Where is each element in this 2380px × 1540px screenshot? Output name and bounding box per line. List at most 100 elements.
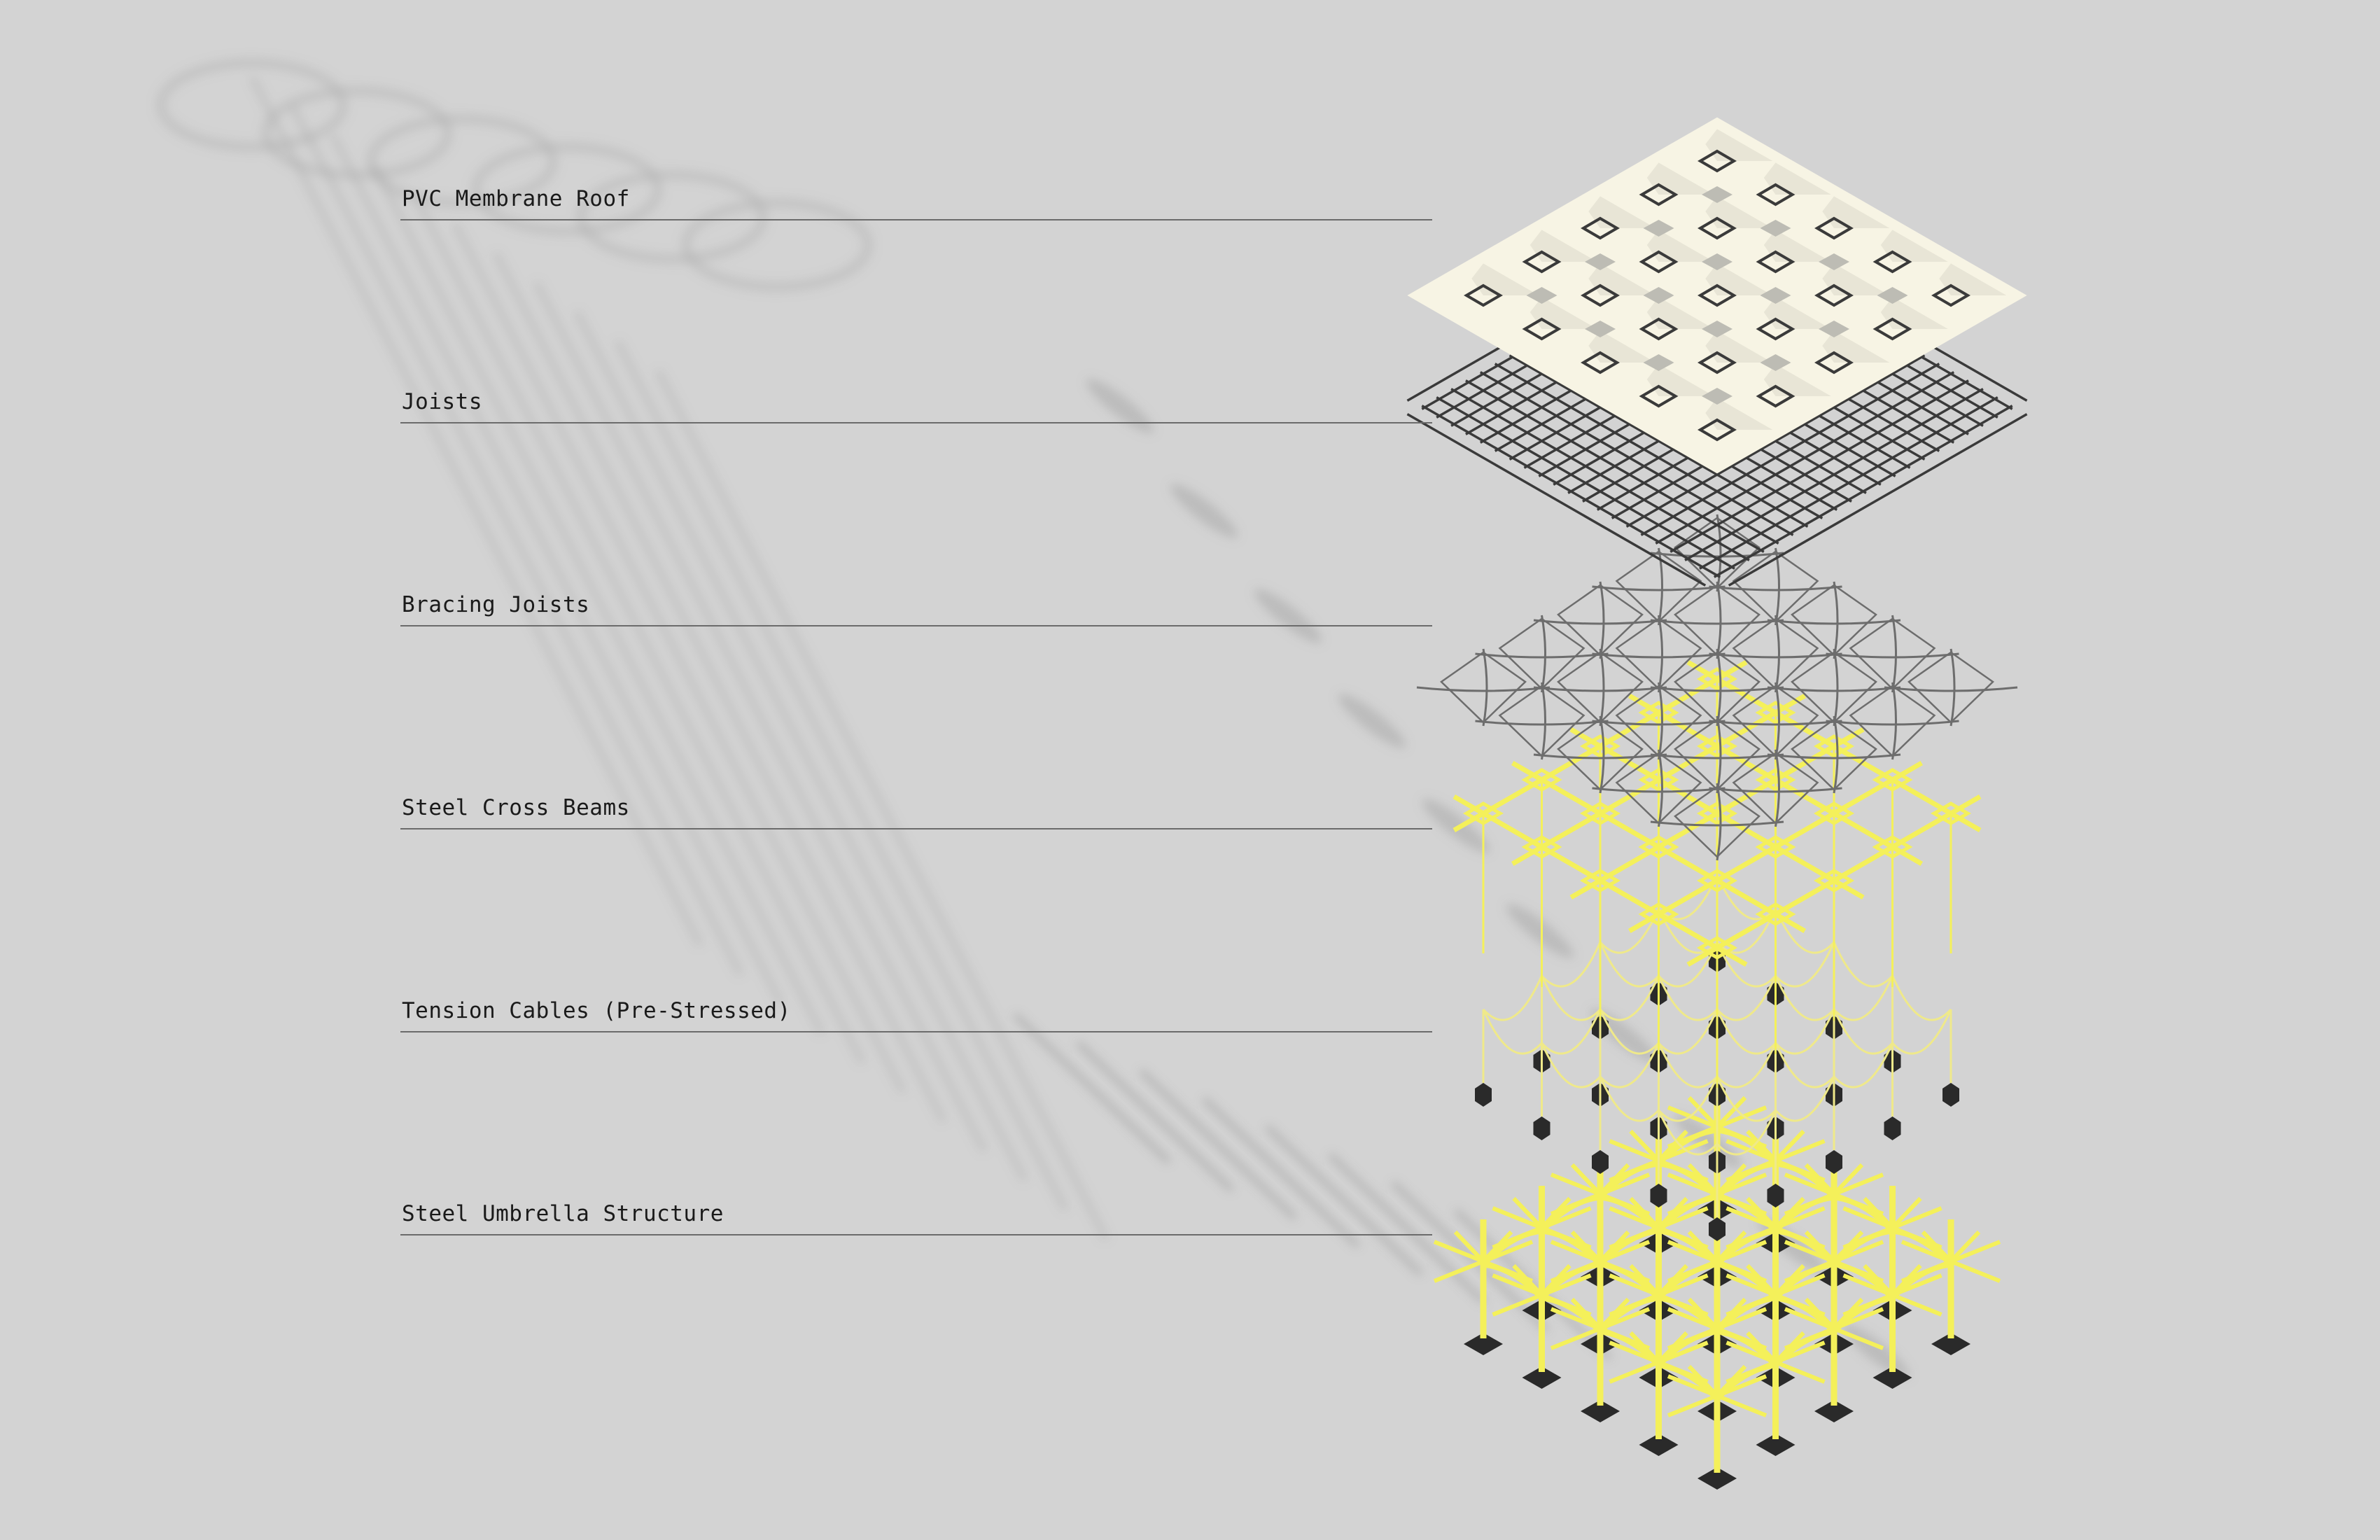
- label-tension-cables: Tension Cables (Pre-Stressed): [402, 998, 791, 1023]
- tension-cable: [1716, 1076, 1777, 1122]
- joist-member: [1640, 363, 1940, 536]
- tension-cable: [1716, 1042, 1777, 1088]
- shadow-column: [1139, 1069, 1297, 1220]
- umbrella-rib: [1482, 1240, 1534, 1264]
- umbrella-rib: [1746, 1129, 1777, 1163]
- shadow-column: [1013, 1013, 1171, 1164]
- membrane-valley-node: [1819, 253, 1849, 270]
- membrane-vent: [1814, 284, 1854, 307]
- umbrella-rib: [1433, 1240, 1485, 1264]
- cable-weight: [1826, 1150, 1842, 1174]
- umbrella-rib: [1540, 1264, 1572, 1297]
- umbrella-rib: [1550, 1307, 1602, 1331]
- membrane-valley-node: [1643, 220, 1674, 237]
- umbrella-rib: [1667, 1105, 1718, 1129]
- tension-cable: [1482, 975, 1543, 1021]
- joist-member: [1465, 379, 1765, 553]
- joist-member: [1508, 354, 1809, 528]
- joist-member: [1713, 405, 2013, 578]
- umbrella-rib: [1774, 1129, 1805, 1163]
- bracing-diamond: [1849, 617, 1936, 690]
- umbrella-rib: [1715, 1163, 1747, 1196]
- umbrella-rib: [1599, 1172, 1651, 1196]
- tension-cable: [1774, 1042, 1835, 1088]
- tension-cable: [1482, 1009, 1543, 1055]
- shadow-blob: [1422, 799, 1490, 853]
- umbrella-rib: [1481, 1230, 1513, 1264]
- bracing-diamond: [1849, 685, 1936, 757]
- shadow-ring: [681, 198, 873, 292]
- umbrella-rib: [1784, 1172, 1835, 1196]
- bracing-diamond: [1498, 617, 1586, 690]
- membrane-vent: [1581, 284, 1620, 307]
- umbrella-rib: [1863, 1196, 1894, 1230]
- umbrella-rib: [1570, 1163, 1602, 1196]
- membrane-vent: [1756, 384, 1795, 408]
- shadow-stroke: [614, 340, 1069, 1212]
- umbrella-rib: [1667, 1374, 1718, 1398]
- umbrella-rib: [1715, 1364, 1747, 1398]
- shadow-stroke: [370, 163, 825, 1035]
- shadow-stroke: [248, 75, 704, 947]
- tension-cable: [1541, 975, 1602, 1021]
- umbrella-rib: [1609, 1139, 1660, 1163]
- joist-member: [1406, 413, 1707, 587]
- umbrella-rib: [1716, 1374, 1768, 1398]
- umbrella-rib: [1716, 1394, 1768, 1418]
- joist-member: [1436, 396, 1735, 570]
- membrane-vent: [1581, 216, 1620, 240]
- umbrella-rib: [1658, 1139, 1709, 1163]
- tension-cable: [1716, 975, 1777, 1021]
- bracing-diamond: [1674, 517, 1760, 589]
- membrane-vent: [1872, 317, 1912, 341]
- membrane-valley-node: [1760, 220, 1791, 237]
- umbrella-rib: [1949, 1230, 1981, 1264]
- pvc-membrane-roof-layer: [1407, 117, 2027, 474]
- umbrella-rib: [1715, 1297, 1747, 1331]
- membrane-vent: [1698, 418, 1737, 442]
- joist-member: [1625, 354, 1926, 528]
- tension-cable: [1658, 975, 1718, 1021]
- joist-member: [1670, 379, 1969, 553]
- umbrella-rib: [1842, 1273, 1893, 1297]
- joist-member: [1421, 405, 1721, 578]
- umbrella-rib: [1891, 1273, 1942, 1297]
- umbrella-rib: [1570, 1230, 1602, 1264]
- umbrella-rib: [1746, 1331, 1777, 1364]
- membrane-valley-node: [1702, 186, 1732, 203]
- tension-cable: [1599, 1009, 1660, 1055]
- cable-weight: [1709, 1217, 1726, 1241]
- joist-member: [1699, 396, 1998, 570]
- label-pvc-membrane-roof: PVC Membrane Roof: [402, 186, 630, 211]
- membrane-vent: [1581, 351, 1620, 374]
- umbrella-rib: [1629, 1331, 1660, 1364]
- tension-cables-layer: [1475, 874, 1959, 1241]
- membrane-valley-node: [1760, 287, 1791, 304]
- bracing-star: [1826, 615, 1959, 693]
- tension-cable: [1833, 1042, 1893, 1088]
- umbrella-rib: [1863, 1264, 1894, 1297]
- tension-cable: [1658, 1042, 1718, 1088]
- tension-cable: [1833, 975, 1893, 1021]
- bracing-star: [1826, 682, 1959, 760]
- tension-cable: [1774, 1009, 1835, 1055]
- leader-line-cables: [400, 1031, 1432, 1032]
- joist-member: [1494, 363, 1794, 536]
- bracing-diamond: [1557, 584, 1644, 657]
- bracing-star: [1475, 682, 1609, 760]
- membrane-valley-node: [1643, 354, 1674, 371]
- umbrella-rib: [1891, 1293, 1942, 1317]
- umbrella-rib: [1609, 1206, 1660, 1230]
- bracing-diamond: [1615, 550, 1702, 623]
- tension-cable: [1658, 1009, 1718, 1055]
- umbrella-rib: [1492, 1293, 1543, 1317]
- shadow-blob: [1170, 484, 1238, 538]
- umbrella-rib: [1609, 1273, 1660, 1297]
- membrane-vent: [1639, 250, 1679, 274]
- shadow-blob: [1086, 379, 1154, 433]
- bracing-diamond: [1557, 651, 1644, 724]
- bracing-diamond: [1674, 785, 1760, 858]
- label-steel-cross-beams: Steel Cross Beams: [402, 795, 630, 820]
- umbrella-rib: [1949, 1259, 2001, 1283]
